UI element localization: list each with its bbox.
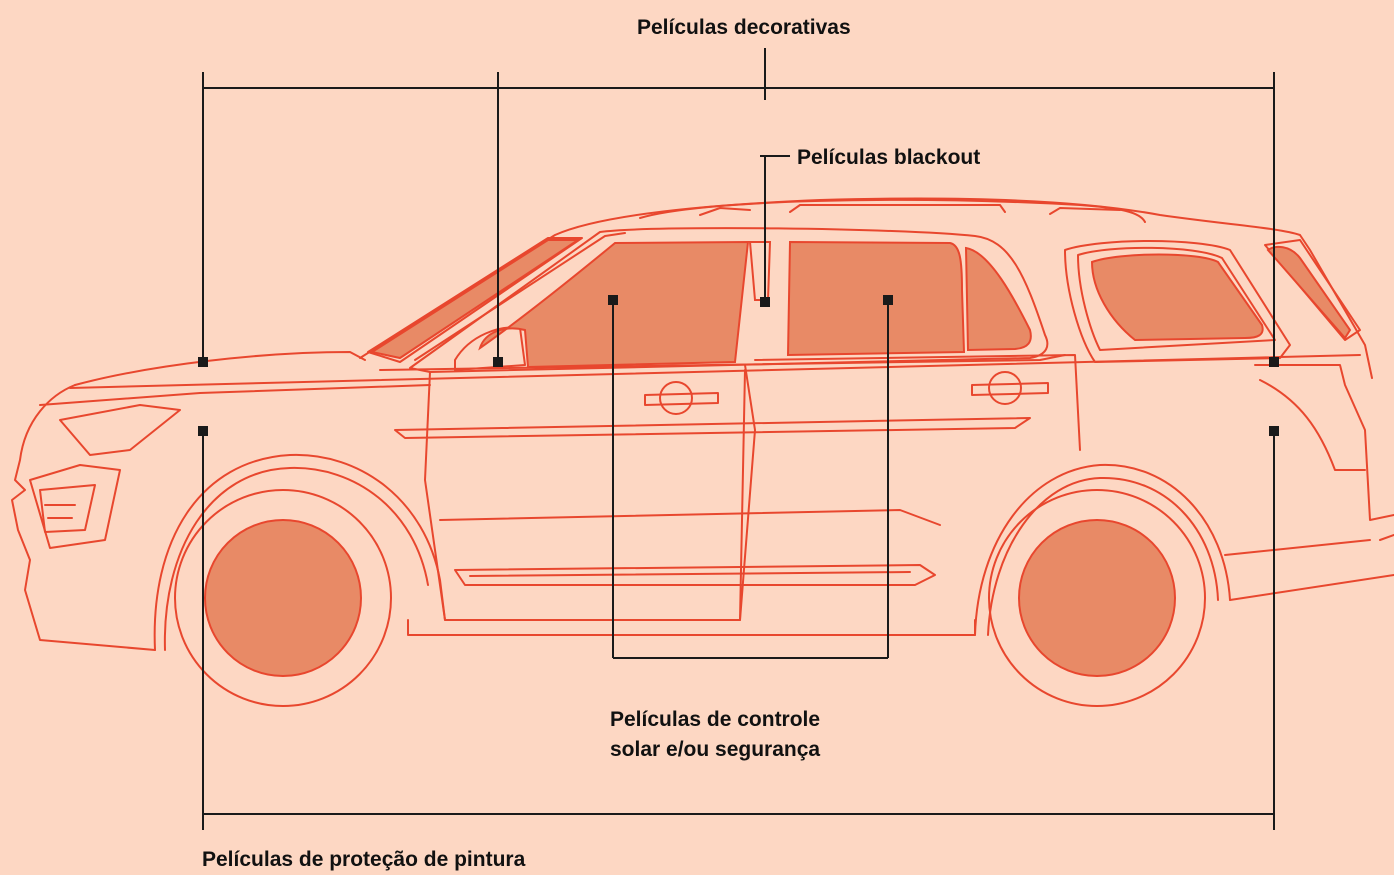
roof-rail-2 <box>699 204 1121 216</box>
front-door-handle <box>644 392 719 406</box>
front-wheel-arch <box>153 453 446 651</box>
b-pillar <box>748 241 772 301</box>
greenhouse-frame <box>409 227 1049 373</box>
rear-wheel-arch <box>974 463 1231 636</box>
marker-controle-rear <box>883 295 893 305</box>
front-fascia <box>11 384 156 651</box>
marker-blackout <box>760 297 770 307</box>
rear-bumper <box>1224 534 1394 601</box>
leader-lines <box>202 48 1275 830</box>
tailgate <box>1254 364 1394 521</box>
film-areas <box>204 239 1352 677</box>
side-step-inner <box>469 571 911 577</box>
windshield-glass <box>369 239 582 360</box>
rear-glass <box>1266 245 1352 340</box>
rear-quarter-glass <box>964 246 1032 352</box>
rear-handle-cup <box>988 371 1022 405</box>
suv-illustration <box>11 197 1394 651</box>
front-wheel-arch-inner <box>163 466 429 651</box>
label-blackout-films: Películas blackout <box>797 146 981 169</box>
side-mirror <box>454 326 526 371</box>
label-solar-control-line1: Películas de controle <box>610 708 821 731</box>
marker-decorativas-mirror <box>493 357 503 367</box>
marker-decorativas-rear <box>1269 357 1279 367</box>
label-paint-protection-films: Películas de proteção de pintura <box>202 848 526 871</box>
front-fog <box>39 484 96 533</box>
rear-wheel-arch-inner <box>987 476 1219 636</box>
rear-door <box>739 354 1081 621</box>
roof-outline <box>359 197 1373 379</box>
tire-rings <box>174 489 1206 707</box>
rear-door-window <box>786 240 966 357</box>
marker-controle-front <box>608 295 618 305</box>
front-door <box>424 369 746 621</box>
marker-points <box>198 295 1279 436</box>
rear-door-handle <box>971 382 1049 396</box>
rear-tire <box>988 489 1206 707</box>
door-crease <box>394 417 1031 439</box>
headlight <box>59 404 181 456</box>
front-handle-cup <box>659 381 693 415</box>
label-solar-control-line2: solar e/ou segurança <box>610 738 821 761</box>
rear-wheel <box>1018 519 1176 677</box>
rear-quarter-window-frame <box>1064 240 1291 363</box>
front-wheel <box>204 519 362 677</box>
hood-top <box>74 351 366 386</box>
front-tire <box>174 489 392 707</box>
side-step <box>454 564 936 586</box>
marker-protecao-rear <box>1269 426 1279 436</box>
rocker-line <box>439 509 941 526</box>
label-decorative-films: Películas decorativas <box>637 16 851 39</box>
lower-body <box>407 619 976 636</box>
roof-rail <box>639 198 1146 223</box>
rear-quarter-inner <box>1077 246 1276 351</box>
marker-protecao-front <box>198 426 208 436</box>
hood-line <box>39 384 431 406</box>
beltline <box>379 354 1066 371</box>
label-solar-control-films: Películas de controle solar e/ou seguran… <box>610 705 820 765</box>
marker-decorativas-hood <box>198 357 208 367</box>
front-grille <box>29 464 121 549</box>
cargo-window <box>1090 253 1264 342</box>
windshield-frame <box>367 237 583 363</box>
